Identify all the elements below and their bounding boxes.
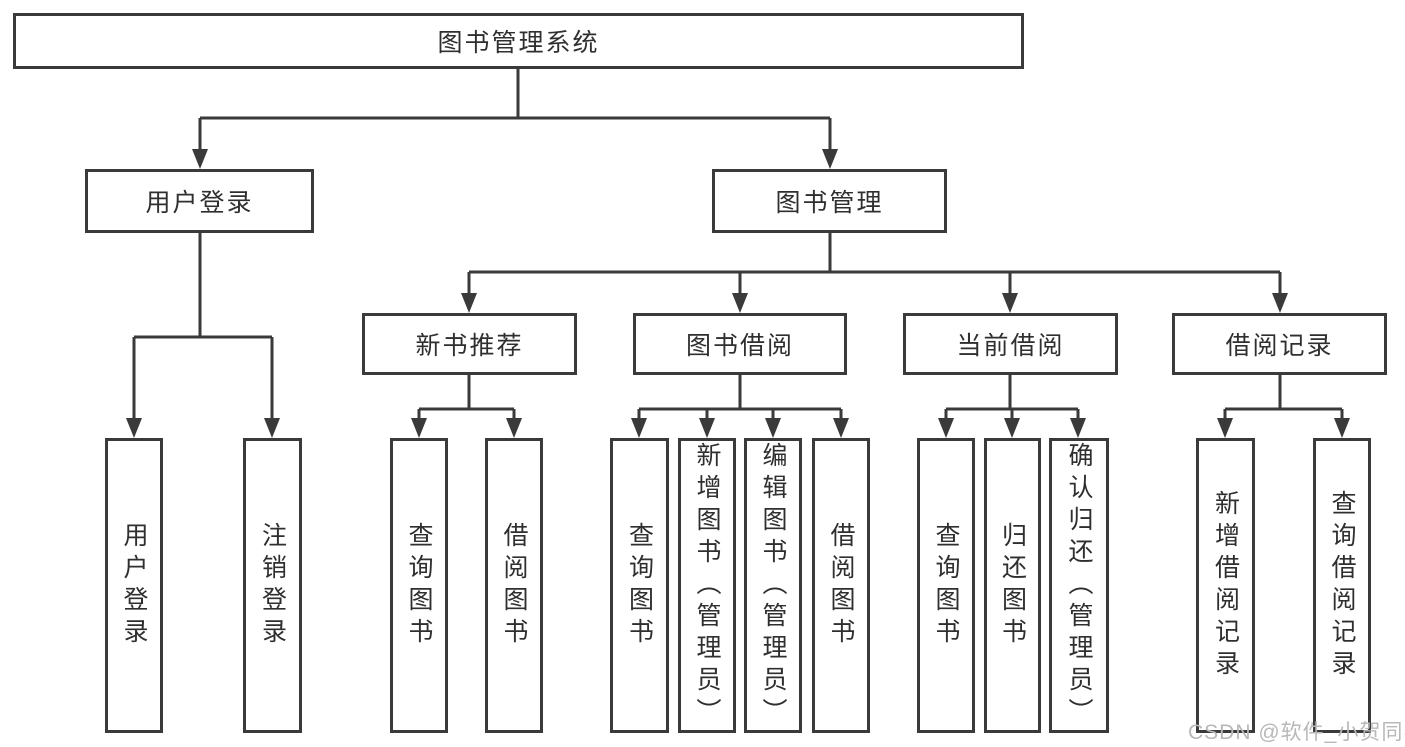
node-leaf-query-record: 查询借阅记录 (1313, 438, 1371, 733)
node-leaf-edit-book: 编辑图书（管理员） (744, 438, 802, 733)
edges-borrowrecords-to-leaves (1223, 375, 1344, 421)
edges-root-to-level2 (198, 69, 832, 152)
node-new-book-rec: 新书推荐 (362, 313, 577, 375)
node-leaf-add-record: 新增借阅记录 (1196, 438, 1255, 733)
edges-newbookrec-to-leaves (417, 375, 516, 421)
node-leaf-borrow-book-2: 借阅图书 (812, 438, 870, 733)
node-user-login: 用户登录 (85, 169, 314, 233)
node-borrow-records: 借阅记录 (1172, 313, 1387, 375)
edges-currentborrow-to-leaves (944, 375, 1080, 421)
node-leaf-query-book-1: 查询图书 (390, 438, 448, 733)
edges-bookmgmt-to-level3 (467, 232, 1282, 296)
node-leaf-add-book: 新增图书（管理员） (678, 438, 736, 733)
node-book-mgmt: 图书管理 (712, 169, 947, 233)
node-leaf-borrow-book-1: 借阅图书 (485, 438, 543, 733)
node-leaf-query-book-3: 查询图书 (917, 438, 975, 733)
node-leaf-user-login: 用户登录 (105, 438, 163, 733)
edges-userlogin-to-leaves (132, 233, 274, 421)
node-book-borrow: 图书借阅 (633, 313, 847, 375)
arrowheads (126, 149, 1350, 438)
node-leaf-return-book: 归还图书 (984, 438, 1041, 733)
edges-bookborrow-to-leaves (637, 375, 843, 421)
watermark: CSDN @软件_小贺同学 (1188, 721, 1405, 744)
node-leaf-logout: 注销登录 (243, 438, 302, 733)
node-leaf-query-book-2: 查询图书 (610, 438, 669, 733)
node-root: 图书管理系统 (13, 13, 1024, 69)
node-leaf-confirm-return: 确认归还（管理员） (1049, 438, 1109, 733)
node-current-borrow: 当前借阅 (903, 313, 1118, 375)
